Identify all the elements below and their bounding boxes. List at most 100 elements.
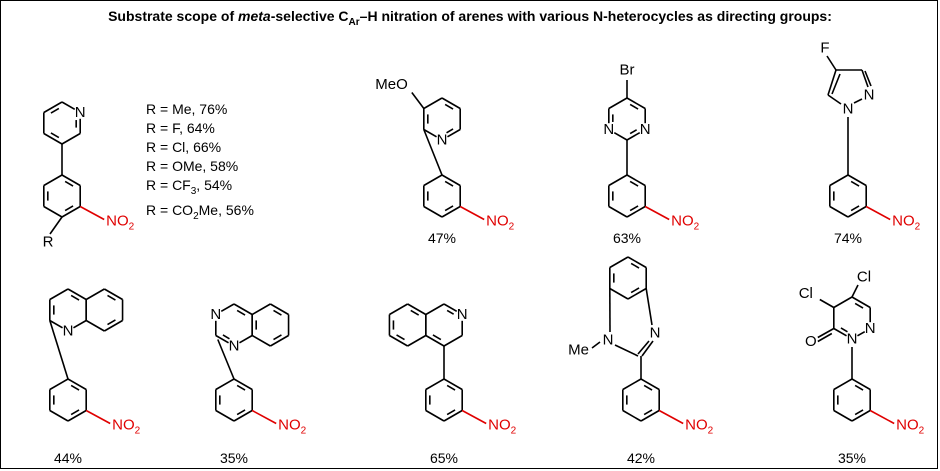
- bond-line: [425, 378, 445, 391]
- bond-line: [643, 409, 653, 416]
- r-item: R = Me, 76%: [146, 101, 228, 117]
- bond-line: [829, 174, 849, 187]
- r-item: R = CF3, 54%: [146, 177, 233, 197]
- bond-line: [70, 409, 80, 416]
- bond-line: [251, 409, 277, 425]
- bond-line: [236, 384, 246, 391]
- bond-line: [644, 205, 670, 221]
- atom-label: O: [805, 333, 817, 350]
- bond-line: [70, 384, 80, 391]
- bond-line: [85, 409, 111, 425]
- bond-line: [850, 205, 860, 212]
- bond-line: [640, 409, 660, 422]
- atom-label: N: [210, 306, 221, 323]
- bond-line: [423, 97, 443, 110]
- bond-line: [850, 180, 860, 187]
- bond-line: [410, 309, 420, 316]
- r-item: R = CO2Me, 56%: [146, 201, 254, 222]
- bond-line: [215, 334, 229, 344]
- bond-line: [629, 180, 639, 187]
- bond-line: [446, 309, 455, 315]
- bond-line: [447, 128, 461, 138]
- bond-line: [269, 334, 289, 347]
- atom-label: N: [75, 104, 86, 121]
- bond-line: [630, 262, 640, 269]
- bond-line: [233, 303, 253, 316]
- bond-line: [461, 409, 487, 425]
- bond-line: [626, 131, 641, 141]
- bond-line: [614, 344, 639, 357]
- yield-label: 47%: [428, 230, 456, 246]
- atom-label: N: [603, 121, 614, 138]
- bond-line: [273, 334, 282, 341]
- atom-label: Cl: [857, 269, 871, 286]
- bond-line: [215, 409, 235, 422]
- bond-line: [49, 409, 69, 422]
- bond-line: [853, 98, 863, 104]
- bond-line: [273, 309, 282, 316]
- bond-line: [854, 409, 864, 416]
- bond-line: [864, 70, 872, 87]
- bond-line: [640, 378, 660, 391]
- bond-line: [591, 341, 601, 349]
- bond-line: [869, 409, 895, 425]
- atom-label: N: [640, 121, 651, 138]
- bond-line: [833, 378, 853, 391]
- bond-line: [222, 334, 230, 340]
- bond-line: [443, 409, 463, 422]
- r-group-label: R: [43, 234, 54, 251]
- nitro-label: NO2: [488, 417, 517, 437]
- bond-line: [831, 73, 841, 95]
- bond-line: [446, 384, 456, 391]
- bond-line: [103, 288, 123, 301]
- figure-title: Substrate scope of meta-selective CAr–H …: [108, 8, 832, 28]
- bond-line: [85, 288, 105, 301]
- bond-line: [443, 334, 463, 347]
- bond-line: [851, 296, 871, 309]
- bond-line: [107, 294, 116, 301]
- bond-line: [819, 298, 835, 309]
- bond-line: [389, 334, 409, 347]
- bond-line: [446, 128, 454, 134]
- bond-line: [233, 409, 253, 422]
- bond-line: [833, 409, 853, 422]
- bond-line: [609, 287, 629, 300]
- bond-line: [645, 288, 653, 326]
- nitro-label: NO2: [896, 417, 925, 437]
- bond-line: [857, 330, 866, 337]
- bond-line: [827, 69, 837, 96]
- r-item: R = Cl, 66%: [146, 139, 222, 155]
- bond-line: [865, 205, 891, 221]
- bond-line: [608, 205, 628, 218]
- bond-line: [817, 327, 835, 339]
- bond-line: [107, 319, 116, 326]
- nitro-label: NO2: [278, 417, 307, 437]
- bond-line: [61, 101, 76, 111]
- r-item: R = OMe, 58%: [146, 158, 239, 174]
- bond-line: [411, 92, 425, 109]
- bond-line: [423, 174, 443, 187]
- atom-label: N: [63, 323, 74, 340]
- yield-label: 35%: [220, 450, 248, 466]
- atom-label: Br: [620, 62, 635, 79]
- bond-line: [613, 131, 628, 141]
- bond-line: [443, 303, 458, 313]
- bond-line: [637, 340, 650, 355]
- yield-label: 35%: [838, 450, 866, 466]
- bond-line: [446, 409, 456, 416]
- bond-line: [61, 174, 81, 187]
- bond-line: [85, 319, 105, 332]
- atom-label: N: [650, 325, 661, 342]
- atom-label: N: [229, 338, 240, 355]
- bond-line: [67, 409, 87, 422]
- bond-line: [423, 205, 443, 218]
- bond-line: [459, 205, 485, 221]
- bond-line: [441, 174, 461, 187]
- nitro-label: NO2: [671, 213, 700, 233]
- bond-line: [61, 132, 81, 145]
- bond-line: [444, 103, 454, 110]
- nitro-label: NO2: [486, 213, 515, 233]
- bond-line: [269, 303, 289, 316]
